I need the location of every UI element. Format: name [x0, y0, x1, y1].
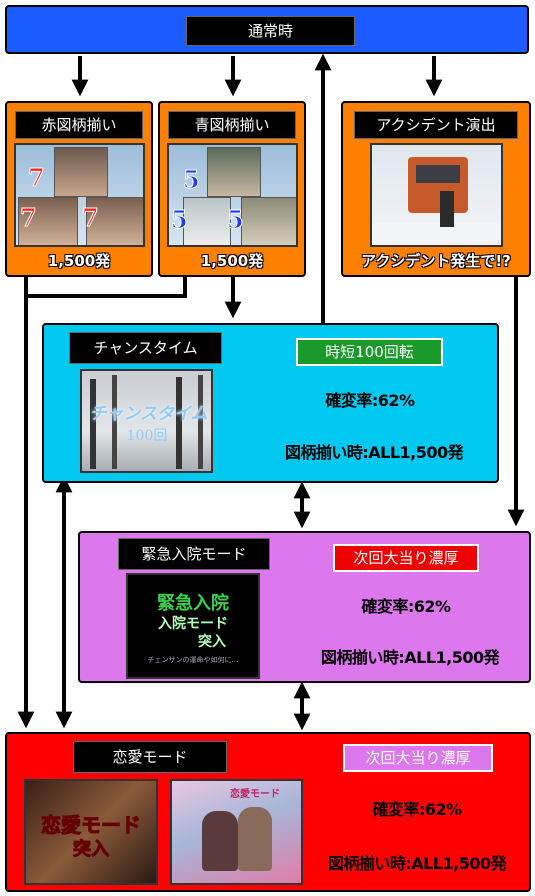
emergency-mode-rate: 確変率:62%	[361, 597, 451, 616]
blue-reel-3: 5	[227, 205, 245, 235]
chance-time-box: チャンスタイム 時短100回転 チャンスタイム 100回 確変率:62% 図柄揃…	[42, 323, 499, 483]
emergency-mode-payout: 図柄揃い時:ALL1,500発	[320, 648, 500, 667]
normal-state-box: 通常時	[5, 5, 529, 54]
red-reel-2: 7	[20, 203, 38, 233]
normal-state-label: 通常時	[186, 16, 355, 46]
blue-reel-1: 5	[183, 165, 201, 195]
love-mode-box: 恋愛モード 次回大当り濃厚 恋愛モード 突入 恋愛モード 確変率:62% 図柄揃…	[5, 732, 531, 892]
red-hit-image: 7 7 7	[14, 143, 145, 247]
emergency-img-line1: 緊急入院	[157, 593, 229, 614]
emergency-mode-tag: 次回大当り濃厚	[333, 544, 479, 572]
blue-hit-label: 青図柄揃い	[168, 111, 296, 139]
love-img-line1: 恋愛モード	[41, 813, 142, 838]
red-hit-label: 赤図柄揃い	[15, 111, 143, 139]
emergency-mode-box: 緊急入院モード 次回大当り濃厚 緊急入院 入院モード 突入 チェンサンの運命や如…	[78, 531, 531, 683]
chance-time-rate: 確変率:62%	[325, 391, 415, 410]
emergency-mode-image: 緊急入院 入院モード 突入 チェンサンの運命や如何に…	[126, 573, 260, 679]
blue-hit-image: 5 5 5	[167, 143, 298, 247]
chance-logo-sub: 100回	[126, 428, 168, 444]
emergency-img-line4: チェンサンの運命や如何に…	[147, 656, 239, 664]
chance-time-label: チャンスタイム	[69, 332, 222, 364]
red-reel-3: 7	[82, 203, 100, 233]
blue-hit-payout: 1,500発	[200, 252, 264, 270]
love-mode-payout: 図柄揃い時:ALL1,500発	[327, 854, 507, 873]
blue-reel-2: 5	[171, 205, 189, 235]
emergency-img-line2: 入院モード	[158, 616, 228, 632]
emergency-img-line3: 突入	[198, 634, 226, 650]
love-mode-rate: 確変率:62%	[372, 800, 462, 819]
chance-logo-text: チャンスタイム	[89, 404, 208, 424]
blue-hit-box: 青図柄揃い 5 5 5 1,500発	[158, 101, 306, 277]
love-mode-label: 恋愛モード	[73, 741, 227, 773]
line-blue-to-trunk	[26, 277, 187, 298]
love-img2-text: 恋愛モード	[230, 789, 280, 800]
love-mode-image-2: 恋愛モード	[170, 779, 303, 885]
accident-image	[370, 143, 503, 247]
accident-box: アクシデント演出 アクシデント発生で!?	[341, 101, 531, 277]
red-hit-payout: 1,500発	[47, 252, 111, 270]
love-mode-image-1: 恋愛モード 突入	[24, 779, 158, 885]
emergency-mode-label: 緊急入院モード	[118, 538, 270, 570]
love-img-line2: 突入	[73, 839, 110, 861]
love-mode-tag: 次回大当り濃厚	[343, 744, 493, 772]
chance-time-tag: 時短100回転	[296, 338, 443, 366]
red-hit-box: 赤図柄揃い 7 7 7 1,500発	[5, 101, 153, 277]
accident-caption: アクシデント発生で!?	[361, 252, 511, 270]
accident-label: アクシデント演出	[354, 111, 518, 139]
chance-time-payout: 図柄揃い時:ALL1,500発	[284, 443, 464, 462]
chance-time-image: チャンスタイム 100回	[80, 369, 213, 473]
red-reel-1: 7	[28, 163, 46, 193]
